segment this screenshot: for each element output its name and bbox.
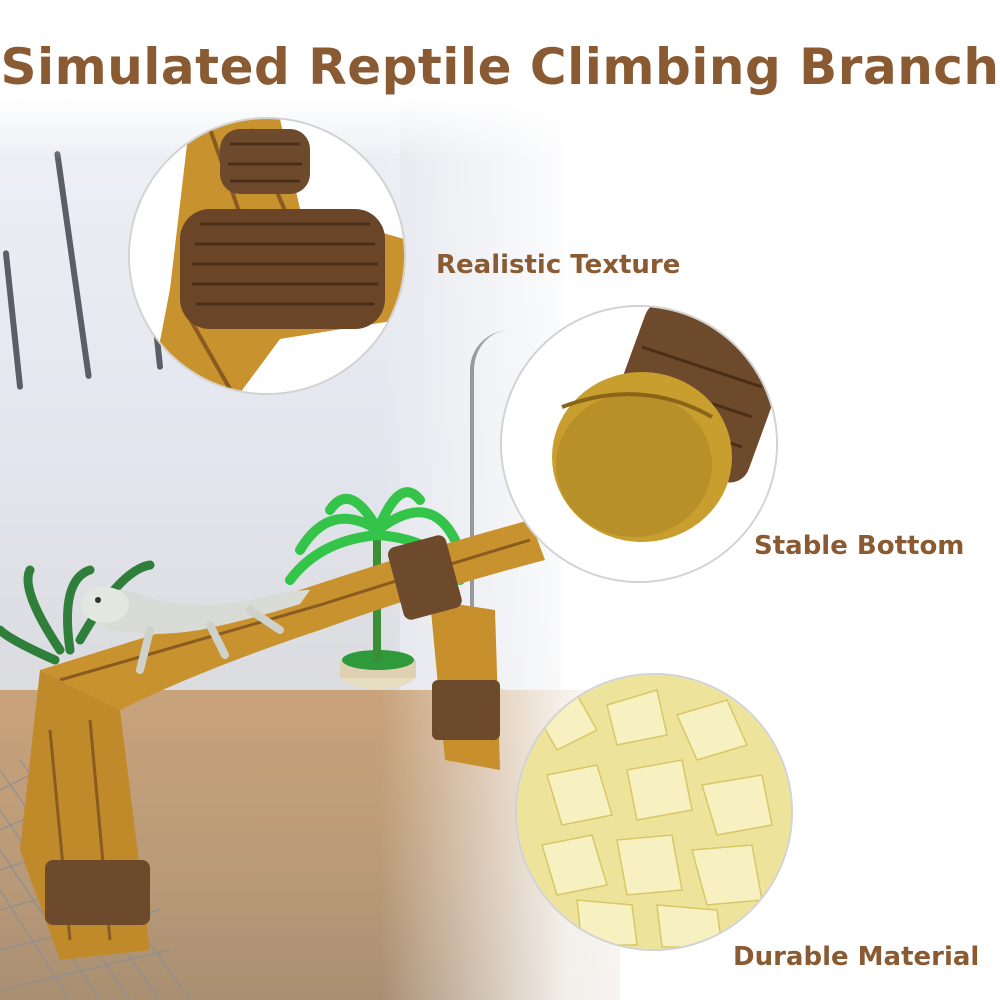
flat-branch-base-icon [502,307,776,581]
bearded-dragon [81,587,310,674]
rope-wrap [387,535,462,620]
feature-image-durable-material [515,673,793,951]
page-title: Simulated Reptile Climbing Branch [0,38,1000,96]
feature-image-stable-bottom [500,305,778,583]
feature-label: Durable Material [733,942,980,972]
feature-label: Realistic Texture [436,250,681,280]
feature-label: Stable Bottom [754,531,965,561]
rope-wrapped-branch-icon [130,119,404,393]
feature-image-realistic-texture [128,117,406,395]
top-fade-overlay [0,0,1000,160]
rope-wrap [432,680,500,740]
resin-flakes-icon [517,675,791,949]
plant-leaves [0,560,155,665]
rope-wrap [45,860,150,925]
branch-scene-illustration [0,487,545,1000]
